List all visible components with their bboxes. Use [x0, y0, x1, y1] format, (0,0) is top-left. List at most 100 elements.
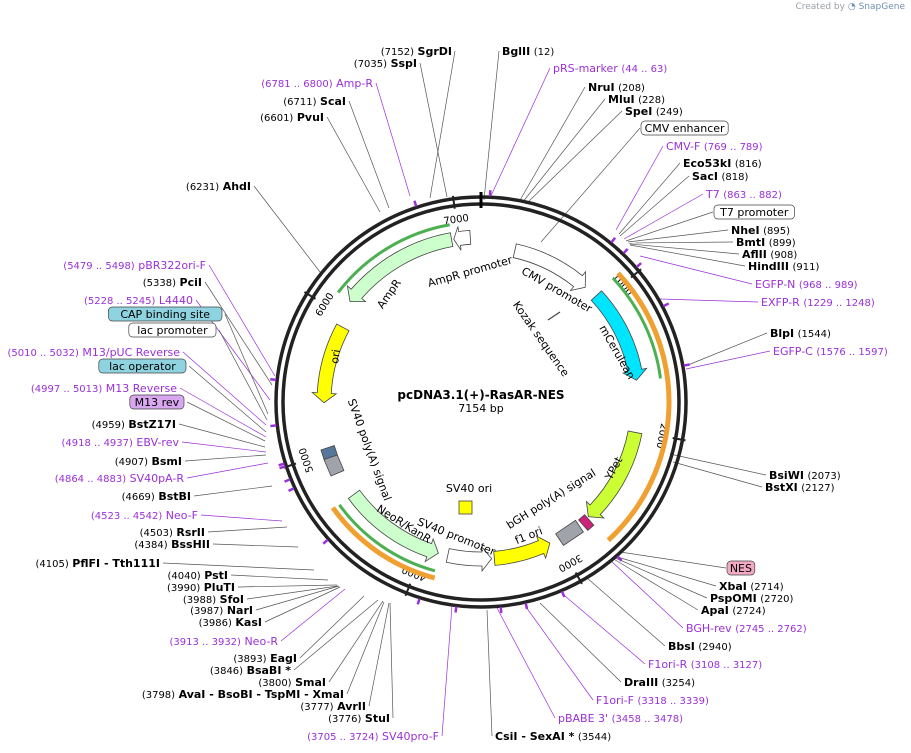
leader-line: [326, 116, 381, 213]
label-name: BstBI: [158, 490, 191, 503]
label-text: pRS-marker (44 .. 63): [553, 62, 667, 75]
site-label: T7 promoter: [713, 204, 795, 220]
label-name: ApaI: [701, 604, 729, 617]
label-position: (2073): [807, 471, 840, 482]
label-name: BstXI: [765, 481, 798, 494]
label-name: BsmI: [152, 455, 183, 468]
site-label: BmtI (899): [736, 236, 796, 249]
label-position: (5010 .. 5032): [7, 348, 79, 359]
snapgene-credit: Created by ◔ SnapGene: [795, 2, 905, 12]
site-label: (3988) SfoI: [183, 593, 244, 606]
label-text: Eco53kI (816): [683, 157, 762, 170]
label-position: (1576 .. 1597): [816, 347, 888, 358]
label-position: (5338): [143, 278, 176, 289]
site-label: (4907) BsmI: [115, 455, 182, 468]
leader-line: [586, 577, 666, 647]
ampr-arrow: [346, 232, 454, 303]
label-position: (3986): [199, 618, 232, 629]
label-position: (4523 .. 4542): [91, 511, 163, 522]
label-name: PflFI - Tth111I: [72, 557, 160, 570]
label-position: (3254): [662, 678, 695, 689]
label-name: BsaBI *: [247, 664, 292, 677]
label-position: (12): [534, 47, 555, 58]
lac-elements-box: [320, 445, 338, 460]
label-position: (6781 .. 6800): [261, 79, 333, 90]
label-name: BGH-rev: [686, 622, 732, 635]
label-position: (1229 .. 1248): [803, 298, 875, 309]
label-text: (3705 .. 3724) SV40pro-F: [307, 730, 439, 743]
label-position: (816): [735, 159, 762, 170]
label-text: CMV-F (769 .. 789): [666, 140, 763, 153]
leader-line: [429, 50, 456, 199]
label-position: (4997 .. 5013): [31, 384, 103, 395]
label-box: [726, 560, 756, 576]
site-label: M13 rev: [129, 394, 185, 410]
site-label: (6781 .. 6800) Amp-R: [261, 77, 373, 90]
leader-line: [253, 185, 321, 273]
label-name: NarI: [227, 604, 253, 617]
label-text: (3776) StuI: [328, 712, 390, 725]
label-position: (899): [769, 238, 796, 249]
label-position: (3987): [190, 606, 223, 617]
label-box-text: lac operator: [109, 360, 176, 373]
tick-mark: [303, 291, 317, 300]
orange-annotation-arc: [606, 271, 672, 543]
label-position: (7152): [381, 47, 414, 58]
label-text: EGFP-N (968 .. 989): [755, 278, 858, 291]
site-label: F1ori-F (3318 .. 3339): [596, 694, 709, 707]
site-label: (4959) BstZ17I: [92, 418, 176, 431]
label-box-text: NES: [730, 562, 752, 575]
leader-line: [280, 588, 346, 642]
label-name: pBR322ori-F: [138, 259, 206, 272]
primer-site-mark: [454, 606, 458, 613]
label-position: (3458 .. 3478): [612, 714, 684, 725]
plasmid-length: 7154 bp: [458, 402, 503, 415]
leader-line: [299, 595, 365, 659]
label-name: PvuI: [297, 111, 324, 124]
leader-line: [346, 601, 385, 695]
primer-site-mark: [610, 237, 617, 244]
label-text: EGFP-C (1576 .. 1597): [773, 345, 888, 358]
label-text: (7152) SgrDI: [381, 45, 452, 58]
feature-label: Kozak sequence: [510, 299, 572, 379]
site-label: (5479 .. 5498) pBR322ori-F: [63, 259, 206, 272]
green-annotation-arc: [336, 223, 450, 294]
credit-prefix: Created by: [795, 2, 845, 12]
site-label: ApaI (2724): [701, 604, 766, 617]
label-position: (4105): [36, 559, 69, 570]
mcerulean-arrow: [590, 290, 648, 381]
primer-site-mark: [413, 200, 418, 207]
primer-site-mark: [284, 478, 291, 483]
site-label: AflII (908): [742, 248, 797, 261]
label-position: (2724): [732, 606, 765, 617]
label-name: EGFP-N: [755, 278, 795, 291]
label-text: (4918 .. 4937) EBV-rev: [62, 436, 180, 449]
leader-line: [525, 110, 623, 205]
label-position: (3800): [258, 678, 291, 689]
leader-line: [619, 175, 690, 237]
orange-annotation-arc: [330, 506, 436, 581]
label-position: (44 .. 63): [621, 64, 667, 75]
label-position: (3776): [328, 714, 361, 725]
tick-mark: [574, 572, 583, 585]
label-name: Neo-F: [166, 509, 198, 522]
label-position: (2714): [750, 582, 783, 593]
leader-line: [348, 100, 390, 209]
leader-line: [618, 162, 681, 235]
primer-site-mark: [279, 465, 286, 470]
label-text: XbaI (2714): [719, 580, 784, 593]
leader-line: [181, 441, 267, 453]
label-position: (2940): [698, 642, 731, 653]
primer-site-mark: [616, 555, 623, 562]
primer-site-mark: [278, 462, 285, 467]
label-name: M13/pUC Reverse: [82, 346, 180, 359]
site-label: (3990) PluTI: [167, 581, 235, 594]
site-label: (4669) BstBI: [122, 490, 191, 503]
label-position: (1544): [798, 329, 831, 340]
leader-line: [224, 313, 269, 415]
site-label: (4384) BssHII: [134, 538, 210, 551]
leader-line: [193, 485, 273, 497]
site-label: CMV enhancer: [640, 120, 729, 136]
label-position: (3108 .. 3127): [691, 660, 763, 671]
